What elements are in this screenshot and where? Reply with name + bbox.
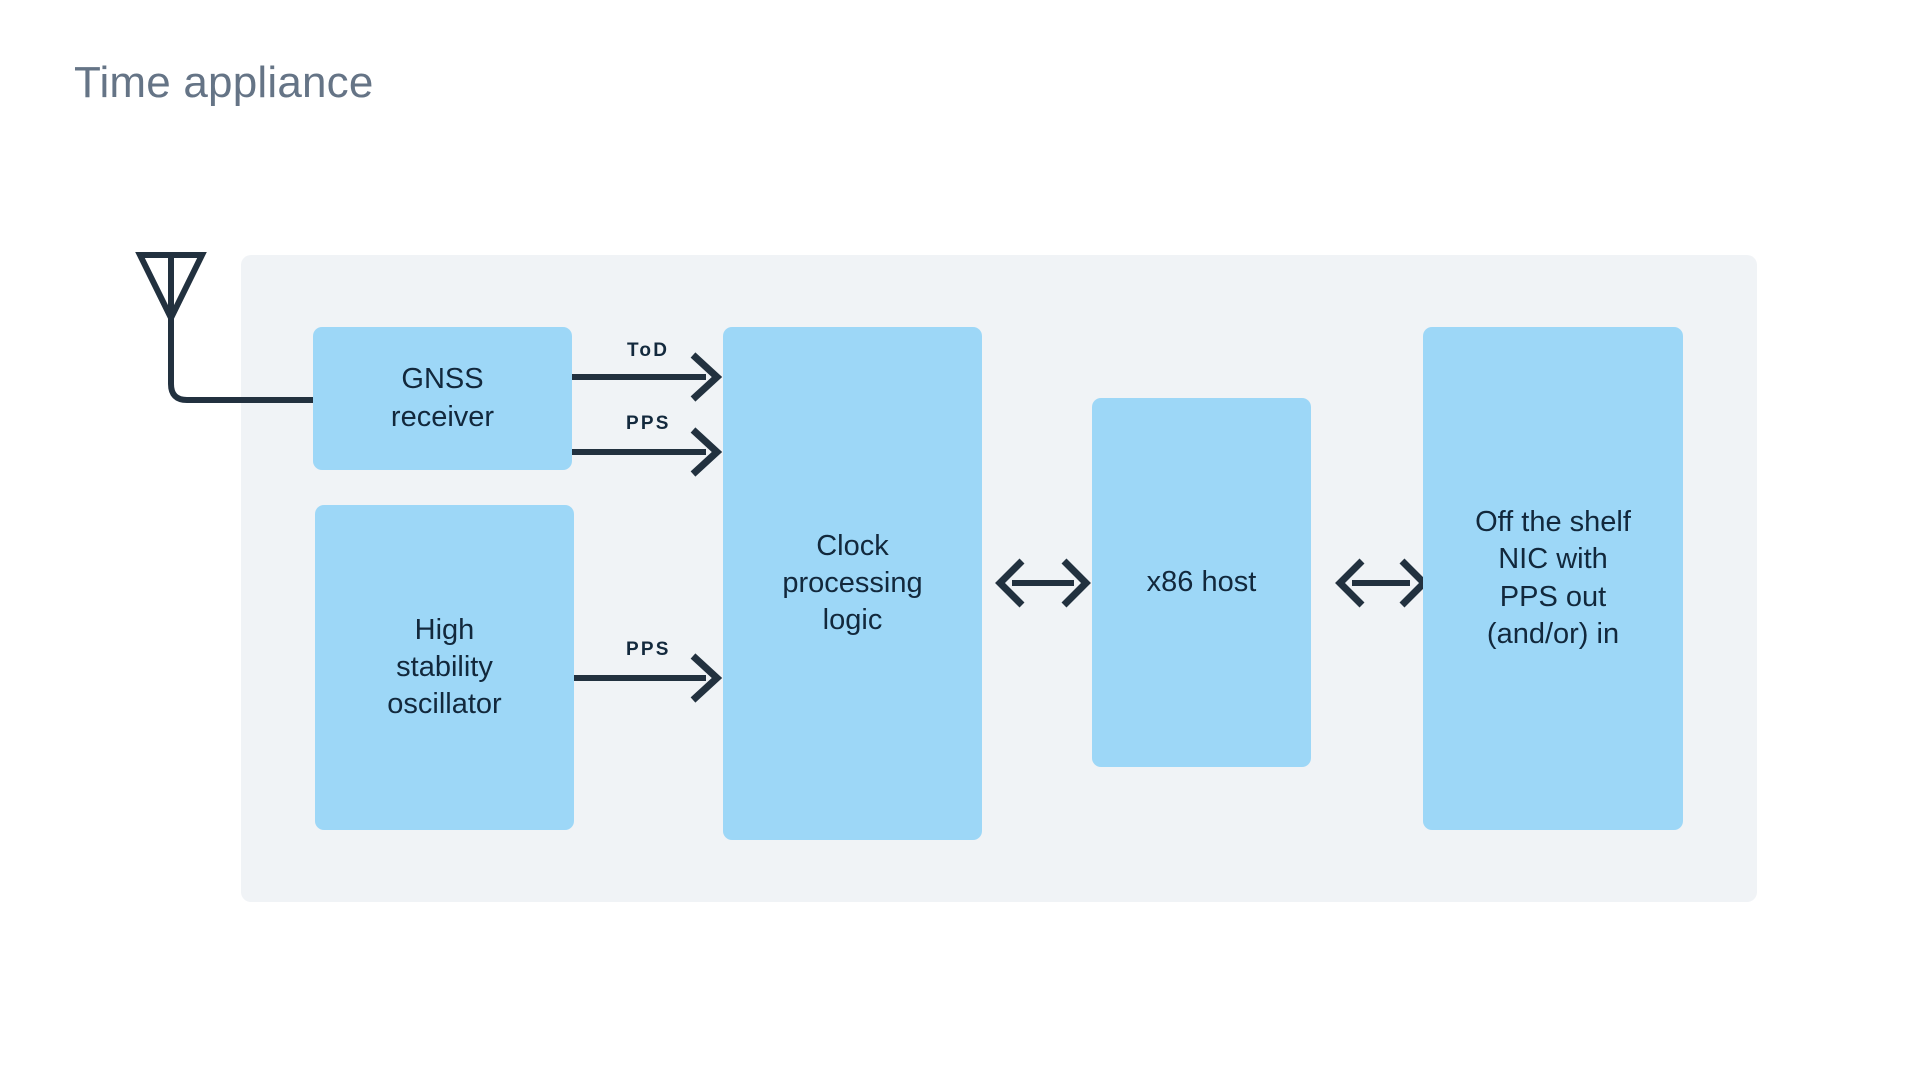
- block-gnss-receiver[interactable]: GNSS receiver: [313, 327, 572, 470]
- block-off-the-shelf-nic-label: Off the shelf NIC with PPS out (and/or) …: [1475, 504, 1631, 652]
- block-high-stability-oscillator-label: High stability oscillator: [387, 612, 501, 723]
- block-clock-processing-logic[interactable]: Clock processing logic: [723, 327, 982, 840]
- block-x86-host-label: x86 host: [1147, 564, 1257, 601]
- block-line: oscillator: [387, 688, 502, 721]
- edge-label-pps-oscillator: PPS: [626, 639, 671, 660]
- block-line: stability: [396, 650, 493, 683]
- block-high-stability-oscillator[interactable]: High stability oscillator: [315, 505, 574, 830]
- block-line: NIC with: [1498, 543, 1608, 576]
- block-line: GNSS: [401, 363, 484, 396]
- block-clock-processing-logic-label: Clock processing logic: [782, 528, 922, 639]
- page-title: Time appliance: [74, 58, 374, 107]
- block-gnss-receiver-label: GNSS receiver: [391, 361, 494, 435]
- edge-label-tod: ToD: [627, 340, 670, 361]
- block-line: logic: [822, 604, 883, 637]
- block-line: Off the shelf: [1475, 506, 1631, 539]
- block-line: receiver: [390, 400, 495, 433]
- block-line: Clock: [816, 529, 889, 562]
- block-line: x86 host: [1146, 565, 1257, 598]
- block-line: (and/or) in: [1486, 617, 1620, 650]
- block-line: PPS out: [1499, 580, 1607, 613]
- block-line: High: [414, 613, 475, 646]
- block-off-the-shelf-nic[interactable]: Off the shelf NIC with PPS out (and/or) …: [1423, 327, 1683, 830]
- block-x86-host[interactable]: x86 host: [1092, 398, 1311, 767]
- block-line: processing: [782, 566, 923, 599]
- edge-label-pps-gnss: PPS: [626, 413, 671, 434]
